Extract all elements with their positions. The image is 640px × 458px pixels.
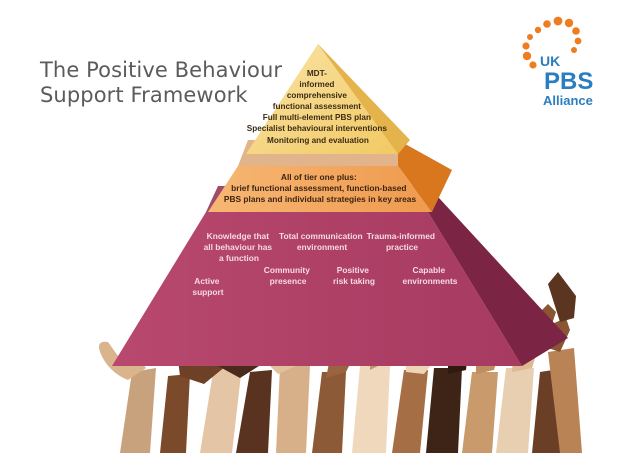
logo-alliance: Alliance bbox=[543, 93, 593, 108]
tier-three-line: informed bbox=[299, 80, 334, 89]
tier-one-line: presence bbox=[270, 276, 307, 286]
tier-two-line: brief functional assessment, function-ba… bbox=[231, 183, 406, 193]
tier-one-line: a function bbox=[219, 253, 259, 263]
tier-one-line: environments bbox=[403, 276, 458, 286]
tier-three-line: MDT- bbox=[307, 69, 327, 78]
tier-one-line: environment bbox=[297, 242, 347, 252]
tier-two-line: All of tier one plus: bbox=[281, 172, 357, 182]
tier-two-line: PBS plans and individual strategies in k… bbox=[224, 194, 417, 204]
title-line: The Positive Behaviour bbox=[40, 58, 283, 82]
tier-one-item-capable: Capable environments bbox=[403, 265, 458, 286]
tier-three-line: comprehensive bbox=[287, 91, 348, 100]
title-line: Support Framework bbox=[40, 83, 248, 107]
tier-three-line: functional assessment bbox=[273, 102, 362, 111]
tier-one-line: support bbox=[192, 287, 223, 297]
tier-one-line: practice bbox=[386, 242, 418, 252]
logo-dots-icon bbox=[522, 16, 582, 69]
tier-three-text: MDT- informed comprehensive functional a… bbox=[247, 69, 389, 145]
tier-one-line: Capable bbox=[413, 265, 446, 275]
tier-one-item-communication: Total communication environment bbox=[279, 231, 365, 252]
uk-pbs-alliance-logo: UK PBS Alliance bbox=[522, 16, 593, 108]
logo-uk: UK bbox=[540, 53, 560, 69]
tier-one-item-trauma: Trauma-informed practice bbox=[367, 231, 438, 252]
tier-one-line: risk taking bbox=[333, 276, 375, 286]
tier-one-item-knowledge: Knowledge that all behaviour has a funct… bbox=[204, 231, 275, 263]
tier-three-line: Specialist behavioural interventions bbox=[247, 124, 388, 133]
tier-one-line: all behaviour has bbox=[204, 242, 273, 252]
tier-one-item-risk: Positive risk taking bbox=[333, 265, 375, 286]
tier-one-line: Knowledge that bbox=[207, 231, 270, 241]
tier-one-line: Trauma-informed bbox=[367, 231, 435, 241]
tier-one-line: Active bbox=[194, 276, 219, 286]
page-title: The Positive Behaviour Support Framework bbox=[40, 58, 282, 108]
tier-three-line: Monitoring and evaluation bbox=[267, 136, 369, 145]
logo-pbs: PBS bbox=[544, 68, 593, 95]
tier-three-line: Full multi-element PBS plan bbox=[263, 113, 371, 122]
tier-one-item-active-support: Active support bbox=[192, 276, 223, 297]
tier-three bbox=[246, 44, 410, 154]
tier-one-line: Total communication bbox=[279, 231, 363, 241]
tier-one-line: Positive bbox=[337, 265, 369, 275]
tier-one-item-community: Community presence bbox=[264, 265, 312, 286]
tier-two-text: All of tier one plus: brief functional a… bbox=[224, 172, 417, 204]
tier-one-line: Community bbox=[264, 265, 310, 275]
raised-hands-illustration bbox=[99, 272, 582, 453]
